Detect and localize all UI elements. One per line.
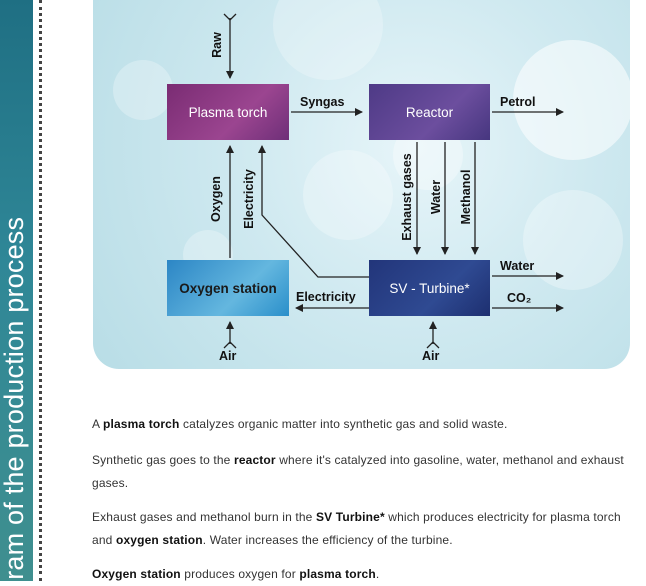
oxygen-vertical-label: Oxygen xyxy=(209,176,223,222)
bokeh-circle xyxy=(113,60,173,120)
text-run: A xyxy=(92,417,103,431)
bokeh-circle xyxy=(273,0,383,80)
sv-turbine-label: SV - Turbine* xyxy=(389,280,470,296)
petrol-label: Petrol xyxy=(500,95,536,109)
paragraph-turbine: Exhaust gases and methanol burn in the S… xyxy=(92,506,637,552)
text-run: catalyzes organic matter into synthetic … xyxy=(179,417,508,431)
dotted-divider xyxy=(39,0,42,581)
syngas-label: Syngas xyxy=(300,95,345,109)
bold-run: reactor xyxy=(234,453,276,467)
sidebar-title: gram of the production process xyxy=(0,216,29,581)
paragraph-plasma-torch: A plasma torch catalyzes organic matter … xyxy=(92,413,637,436)
reactor-box: Reactor xyxy=(369,84,490,140)
bold-run: plasma torch xyxy=(299,567,376,581)
oxygen-station-box: Oxygen station xyxy=(167,260,289,316)
text-run: where it's catalyzed into gasoline, wate… xyxy=(92,453,624,490)
air-left-label: Air xyxy=(219,349,237,363)
paragraph-oxygen-station: Oxygen station produces oxygen for plasm… xyxy=(92,563,637,586)
electricity-vertical-label: Electricity xyxy=(242,169,256,229)
sidebar-band: gram of the production process xyxy=(0,0,33,581)
sv-turbine-box: SV - Turbine* xyxy=(369,260,490,316)
text-run: Exhaust gases and methanol burn in the xyxy=(92,510,316,524)
bold-run: SV Turbine* xyxy=(316,510,385,524)
bold-run: Oxygen station xyxy=(92,567,181,581)
text-run: . Water increases the efficiency of the … xyxy=(202,533,453,547)
text-run: which produces electricity for plasma to… xyxy=(92,510,621,547)
text-run: Synthetic gas goes to the xyxy=(92,453,234,467)
water-vertical-label: Water xyxy=(429,179,443,215)
reactor-label: Reactor xyxy=(405,104,454,120)
plasma-torch-box: Plasma torch xyxy=(167,84,289,140)
electricity-horizontal-label: Electricity xyxy=(296,290,356,304)
bold-run: plasma torch xyxy=(102,417,180,431)
bokeh-circle xyxy=(303,150,393,240)
raw-label: Raw xyxy=(210,32,224,58)
bokeh-circle xyxy=(523,190,623,290)
paragraph-reactor: Synthetic gas goes to the reactor where … xyxy=(92,449,637,495)
plasma-torch-label: Plasma torch xyxy=(188,104,268,120)
exhaust-gases-label: Exhaust gases xyxy=(400,153,414,241)
water-out-label: Water xyxy=(500,259,535,273)
bold-run: oxygen station xyxy=(115,533,203,547)
methanol-label: Methanol xyxy=(459,169,473,225)
text-run: produces oxygen for xyxy=(180,567,300,581)
air-right-label: Air xyxy=(422,349,440,363)
co2-label: CO₂ xyxy=(507,291,532,305)
bokeh-circle xyxy=(513,40,630,160)
oxygen-station-label: Oxygen station xyxy=(179,280,277,296)
text-run: . xyxy=(375,567,380,581)
